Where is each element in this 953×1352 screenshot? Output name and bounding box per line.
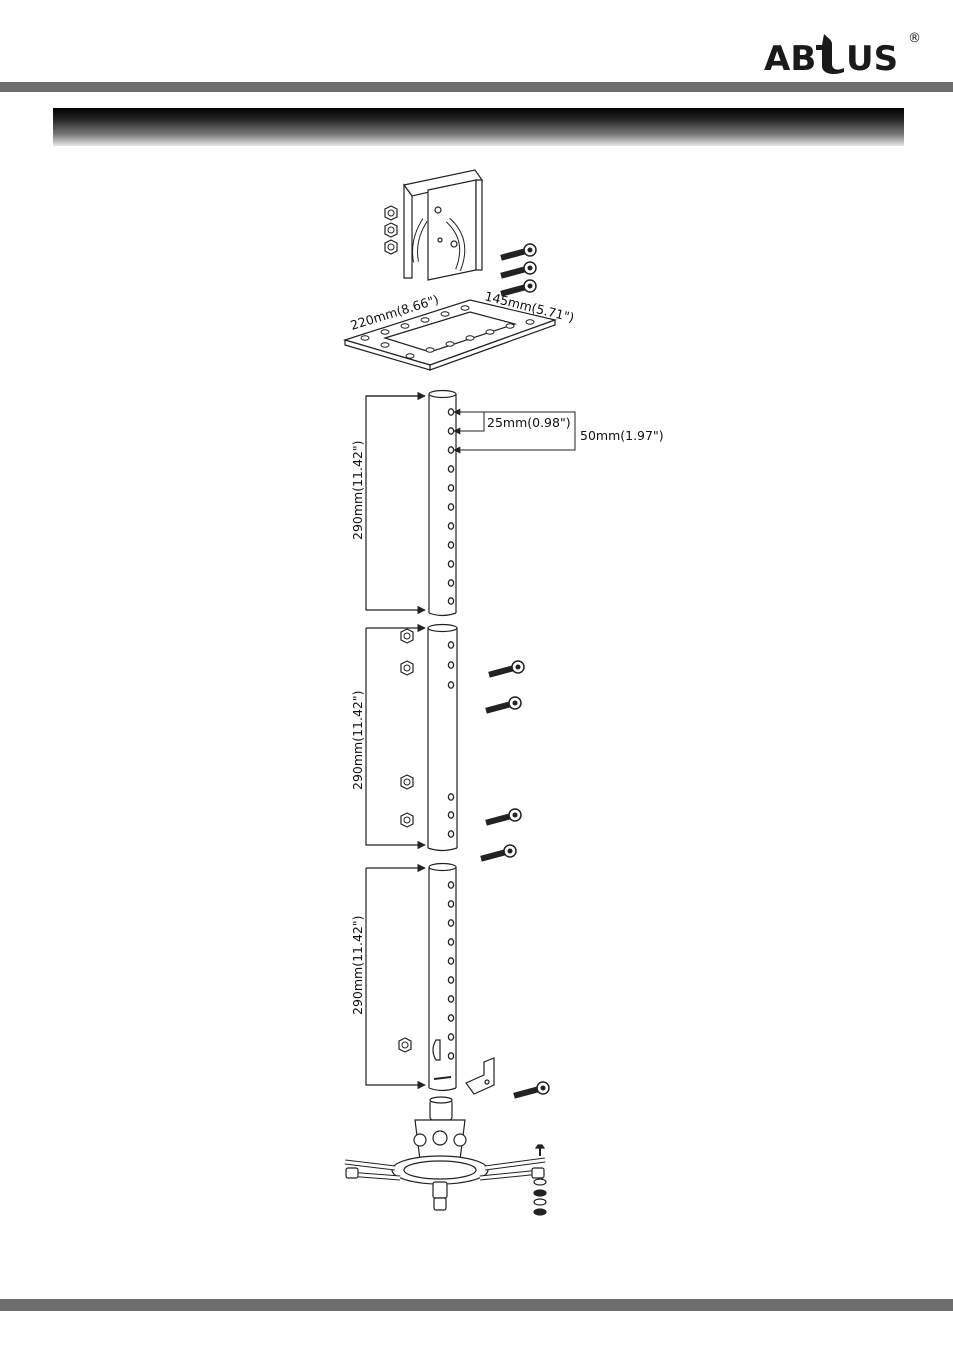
top-divider	[0, 82, 953, 92]
hole-pitch-double-label: 50mm(1.97")	[580, 428, 664, 443]
tube-2-bolts	[479, 660, 525, 863]
logo-text-ab: AB	[764, 39, 816, 76]
tube-1-holes	[447, 408, 455, 605]
mount-hardware-stack	[533, 1144, 547, 1216]
ceiling-bracket	[402, 169, 484, 281]
hole-pitch-callout	[453, 408, 576, 454]
tube-3-holes	[447, 881, 455, 1060]
hole-pitch-label: 25mm(0.98")	[487, 415, 571, 430]
bracket-bolts	[499, 243, 537, 298]
tube-2-length-bracket	[365, 623, 426, 850]
tube-3-length-label: 290mm(11.42")	[350, 916, 365, 1016]
logo-t-glyph	[816, 34, 844, 74]
extension-tube-3	[428, 862, 457, 1092]
bottom-divider	[0, 1299, 953, 1311]
extension-tube-2	[427, 623, 458, 852]
ceiling-plate	[342, 299, 558, 371]
locking-clip	[465, 1057, 495, 1095]
tube-2-holes	[447, 641, 455, 838]
registered-mark: ®	[908, 31, 921, 46]
logo-text-us: US	[846, 39, 898, 76]
tube-3-length-bracket	[365, 863, 426, 1090]
abtus-logo: AB US ®	[764, 31, 921, 76]
tube-2-length-label: 290mm(11.42")	[350, 691, 365, 791]
section-header-bar	[53, 108, 904, 146]
tube-1-length-bracket	[365, 391, 426, 615]
tube-1-length-label: 290mm(11.42")	[350, 441, 365, 541]
projector-mount-head	[344, 1096, 546, 1211]
tube-2-nuts	[400, 628, 414, 828]
bracket-nuts	[384, 205, 398, 255]
tube-3-nut	[398, 1037, 412, 1053]
tube-3-bolt	[512, 1081, 550, 1100]
